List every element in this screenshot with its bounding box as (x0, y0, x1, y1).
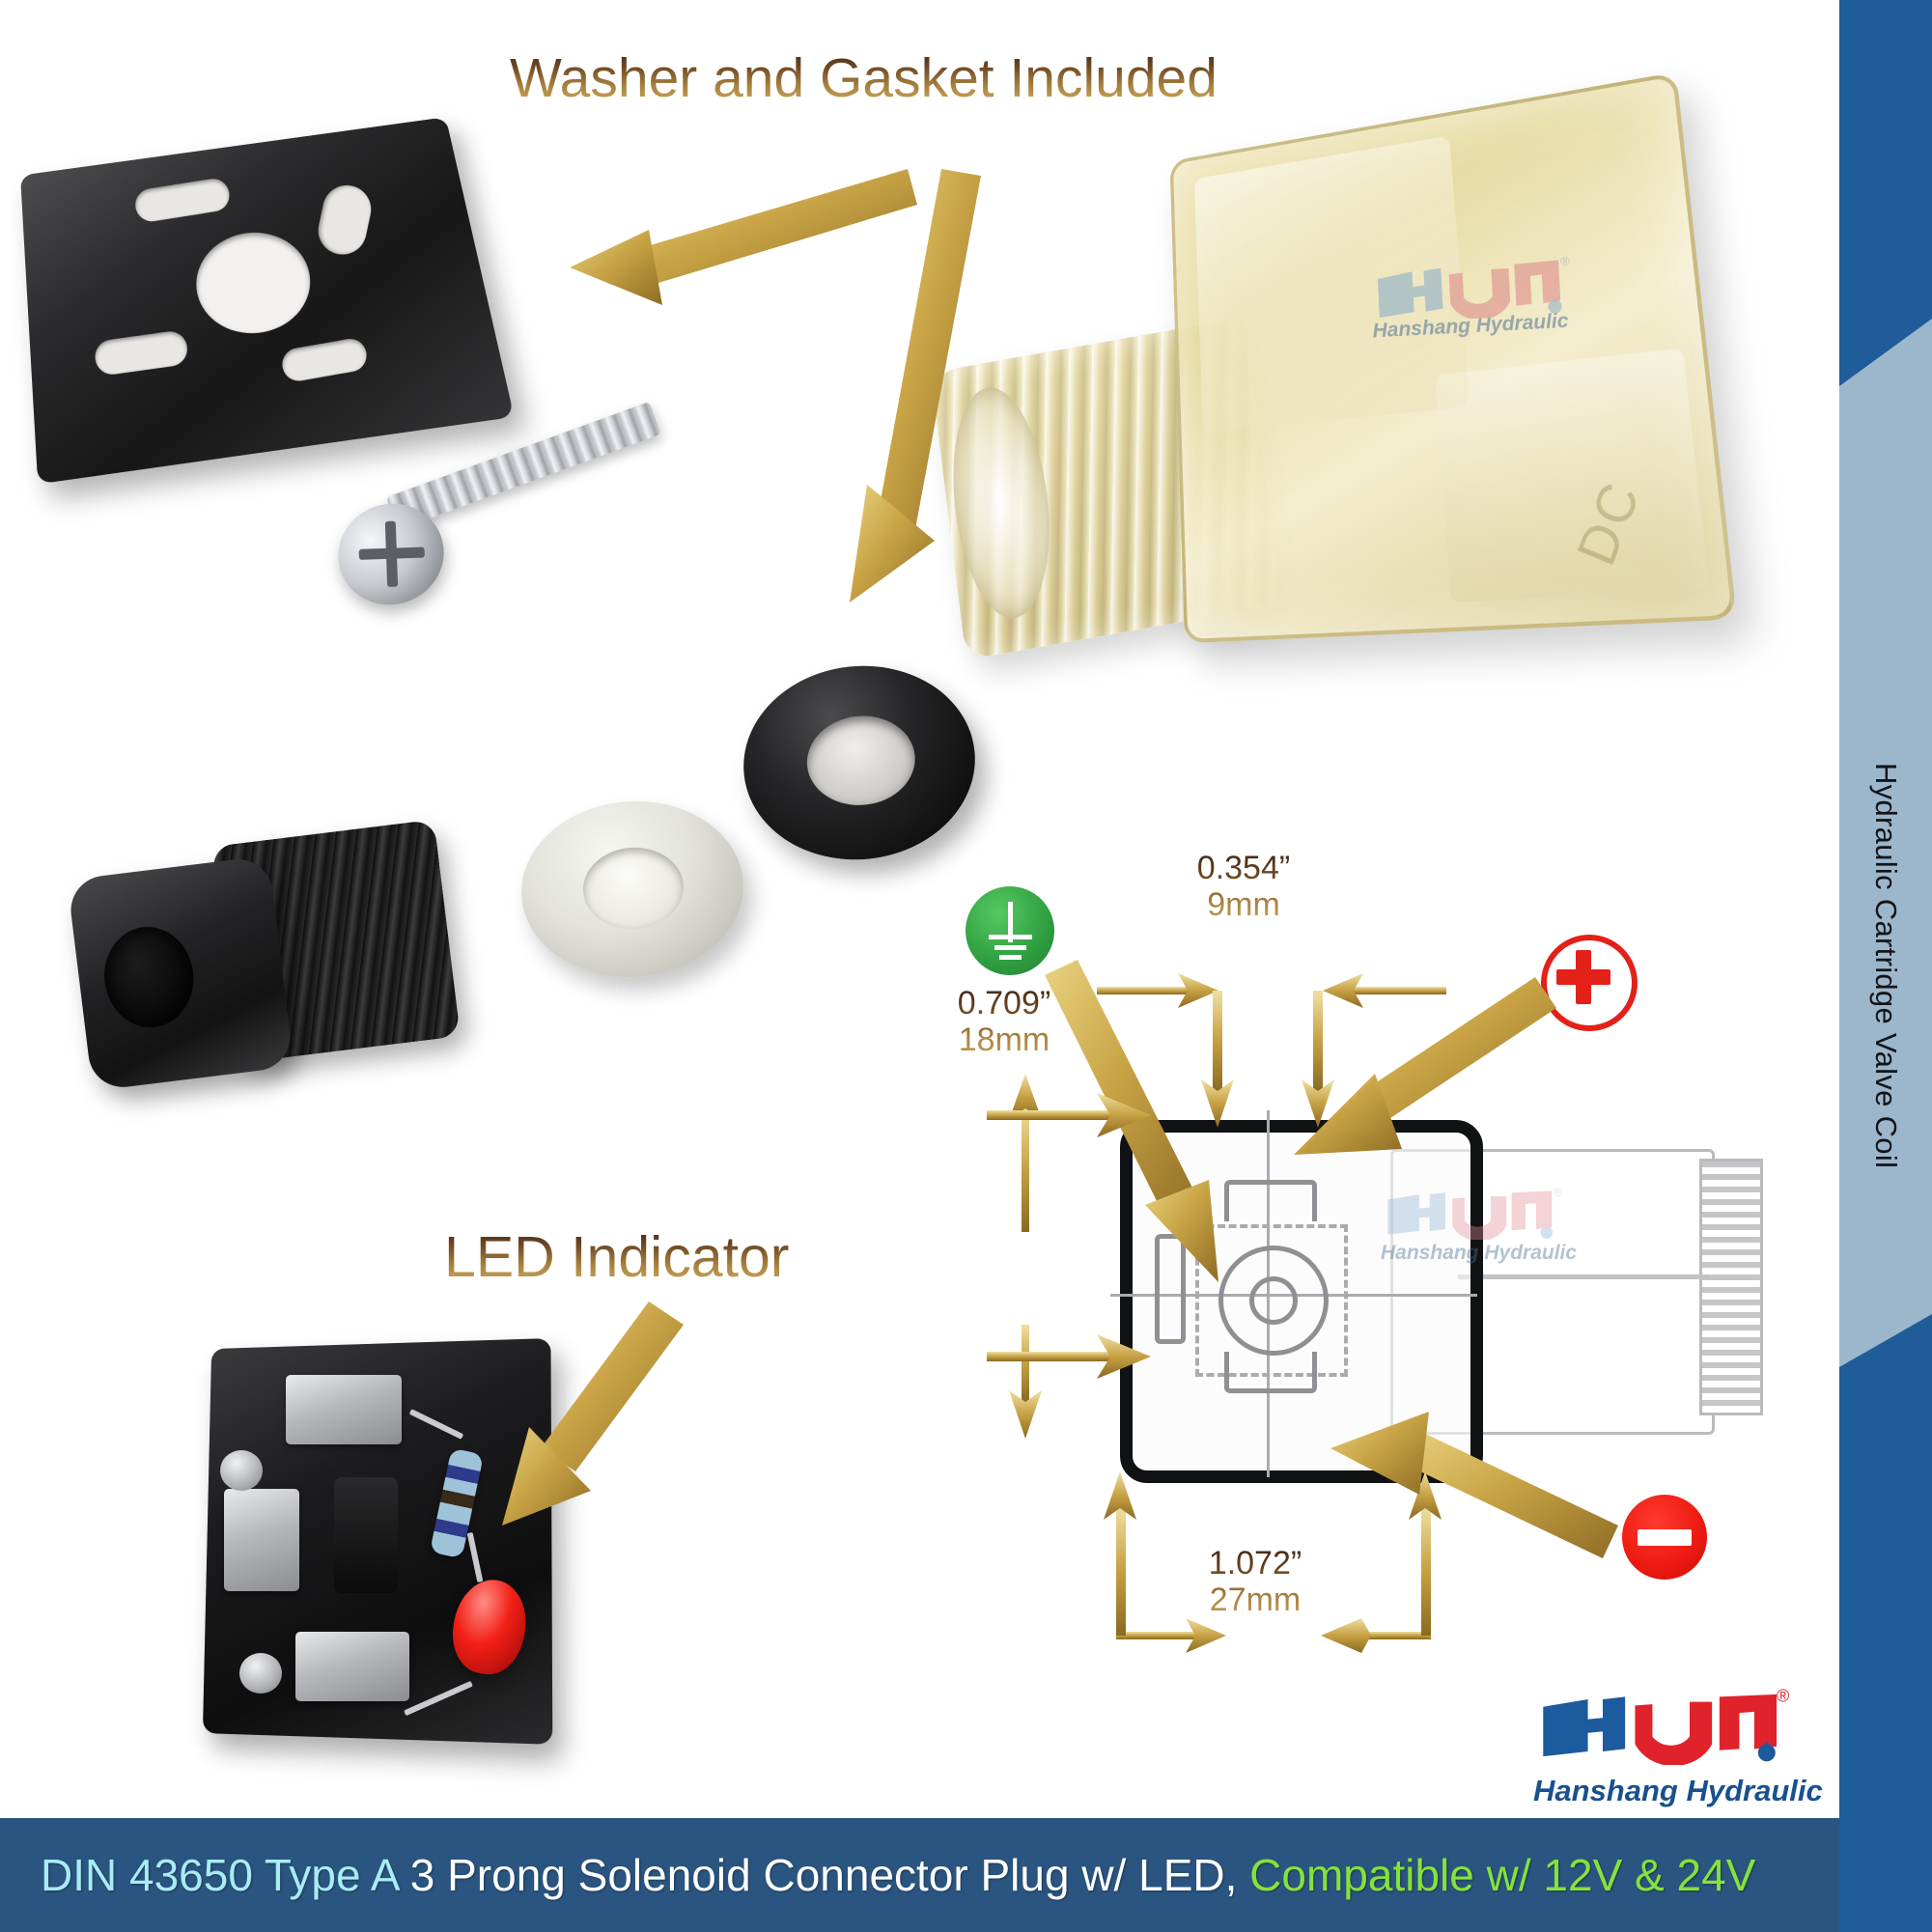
logo-svg: ® (1387, 1187, 1562, 1242)
page-title-washer-gasket: Washer and Gasket Included (510, 47, 1218, 109)
banner-text-standard: DIN 43650 Type A (41, 1850, 410, 1900)
sidebar-banner: Hydraulic Cartridge Valve Coil (1839, 0, 1932, 1932)
dimension-label-height-18mm: 0.709” 18mm (917, 985, 1091, 1058)
hanshang-logo-mark: ® (1369, 254, 1575, 321)
ghost-shaft (1458, 1274, 1709, 1279)
pin-slot-left-ground (1155, 1234, 1186, 1344)
positive-badge (1541, 935, 1638, 1031)
sidebar-label: Hydraulic Cartridge Valve Coil (1869, 763, 1903, 1169)
sidebar-top-wedge (1839, 0, 1932, 386)
terminal-contact (286, 1375, 402, 1444)
pin-pattern-square (1195, 1224, 1348, 1377)
bottom-banner: DIN 43650 Type A 3 Prong Solenoid Connec… (0, 1818, 1839, 1932)
brand-name-text: Hanshang Hydraulic (1533, 1774, 1823, 1807)
center-post (334, 1477, 398, 1593)
section-title-led-indicator: LED Indicator (444, 1225, 790, 1289)
dimension-metric: 18mm (958, 1022, 1050, 1059)
housing-facet (1435, 348, 1710, 603)
dimension-inch: 0.354” (1196, 850, 1291, 886)
product-description: DIN 43650 Type A 3 Prong Solenoid Connec… (0, 1849, 1755, 1901)
pin-slot-top (1224, 1180, 1317, 1221)
banner-text-product: 3 Prong Solenoid Connector Plug w/ LED, (409, 1850, 1250, 1900)
minus-bar (1638, 1529, 1692, 1546)
connector-housing: DC (1169, 71, 1737, 644)
cable-gland (67, 809, 461, 1137)
svg-text:®: ® (1554, 1187, 1562, 1199)
terminal-contact (224, 1489, 299, 1591)
watermark-brand-text: Hanshang Hydraulic (1381, 1242, 1578, 1264)
dimension-inch: 0.709” (957, 985, 1051, 1022)
dimension-metric: 27mm (1209, 1582, 1302, 1619)
brand-logo: ® Hanshang Hydraulic (1533, 1686, 1823, 1808)
connector-bore (941, 379, 1061, 627)
watermark-logo-connector: ® Hanshang Hydraulic (1369, 254, 1576, 344)
center-bore-inner (1249, 1276, 1298, 1325)
metal-washer (515, 794, 750, 985)
connector-body: DC (931, 71, 1737, 743)
ground-badge (966, 886, 1054, 975)
hanshang-logo-mark: ® (1543, 1687, 1789, 1767)
gland-nut (67, 855, 294, 1091)
earth-ground-icon (989, 902, 1032, 960)
terminal-screw (220, 1450, 263, 1491)
dimension-inch: 1.072” (1208, 1545, 1302, 1582)
plus-horizontal-bar (1556, 969, 1610, 985)
pin-slot-bottom (1224, 1352, 1317, 1393)
mounting-screw (278, 401, 684, 628)
dimension-metric: 9mm (1207, 886, 1280, 924)
logo-svg: ® (1377, 254, 1571, 321)
led-internals (164, 1313, 618, 1777)
hanshang-logo-mark: ® (1381, 1186, 1577, 1242)
sidebar-bottom-wedge (1839, 1314, 1932, 1932)
dimension-label-width-27mm: 1.072” 27mm (1139, 1545, 1371, 1618)
mounting-gasket-plate (12, 107, 515, 485)
ghost-knurled-nut (1699, 1159, 1763, 1415)
terminal-screw (239, 1653, 282, 1694)
banner-text-voltage: Compatible w/ 12V & 24V (1249, 1850, 1756, 1900)
terminal-contact (295, 1632, 409, 1701)
watermark-logo-diagram: ® Hanshang Hydraulic (1381, 1186, 1577, 1265)
svg-text:®: ® (1777, 1687, 1789, 1706)
arrow-to-gasket-plate (570, 169, 917, 305)
svg-text:®: ® (1560, 254, 1571, 269)
center-bore-circle (1218, 1246, 1329, 1356)
negative-badge (1622, 1495, 1707, 1580)
dimension-label-width-9mm: 0.354” 9mm (1128, 850, 1359, 923)
